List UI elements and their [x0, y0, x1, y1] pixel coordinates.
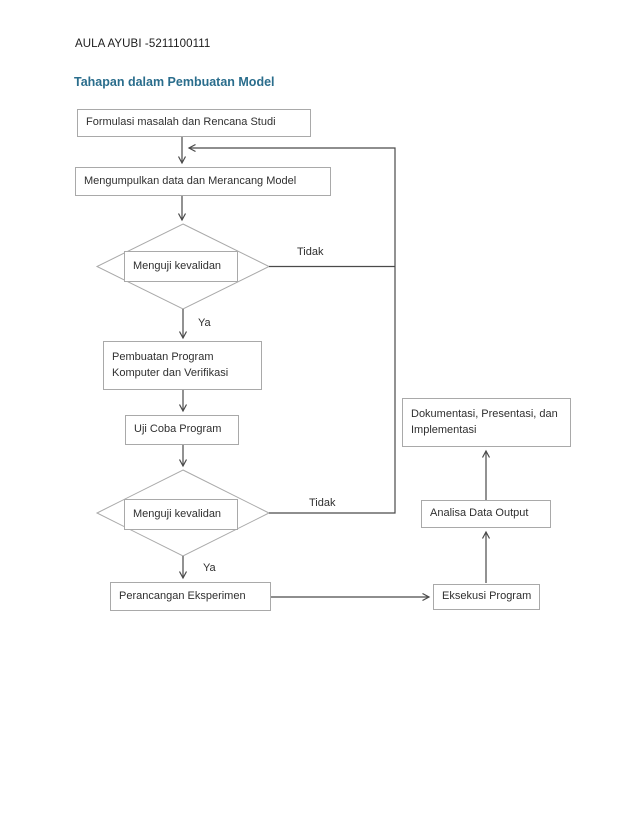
feedback-loop-tidak	[187, 143, 396, 514]
node-uji-coba-program: Uji Coba Program	[125, 415, 239, 445]
label-tidak-2: Tidak	[309, 497, 336, 509]
page-title: Tahapan dalam Pembuatan Model	[74, 75, 275, 89]
label-ya-1: Ya	[198, 317, 211, 329]
node-menguji-kevalidan-1: Menguji kevalidan	[124, 251, 238, 282]
node-eksekusi-program: Eksekusi Program	[433, 584, 540, 610]
label-tidak-1: Tidak	[297, 246, 324, 258]
node-menguji-kevalidan-2: Menguji kevalidan	[124, 499, 238, 530]
node-dokumentasi-presentasi: Dokumentasi, Presentasi, dan Implementas…	[402, 398, 571, 447]
student-name-header: AULA AYUBI -5211100111	[75, 38, 211, 50]
node-perancangan-eksperimen: Perancangan Eksperimen	[110, 582, 271, 611]
label-ya-2: Ya	[203, 562, 216, 574]
node-pembuatan-program: Pembuatan Program Komputer dan Verifikas…	[103, 341, 262, 390]
node-mengumpulkan-data: Mengumpulkan data dan Merancang Model	[75, 167, 331, 196]
node-analisa-data-output: Analisa Data Output	[421, 500, 551, 528]
node-formulasi-masalah: Formulasi masalah dan Rencana Studi	[77, 109, 311, 137]
